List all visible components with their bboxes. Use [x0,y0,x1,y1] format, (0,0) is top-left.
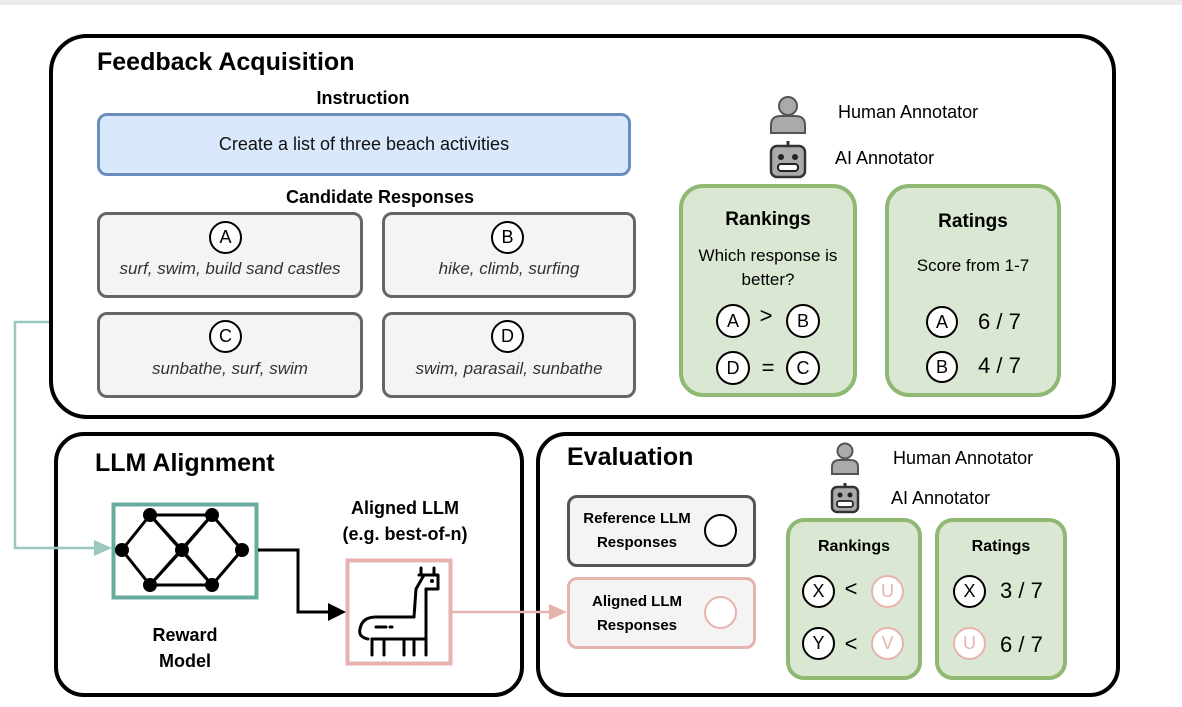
feedback-rankings-box [679,184,857,397]
eval-ai-annotator-icon [830,483,860,514]
eval-rank1-op: < [844,576,858,601]
eval-human-annotator-icon [831,442,859,475]
feedback-acquisition-title: Feedback Acquisition [97,48,355,76]
feedback-rank1-right: B [786,304,820,338]
ai-annotator-icon [769,141,807,179]
reward-model-label: Reward Model [152,625,218,671]
feedback-rank1-op: > [759,303,773,328]
instruction-box: Create a list of three beach activities [97,113,631,176]
eval-rank1-right: U [871,575,904,608]
feedback-rating2-score: 4 / 7 [978,353,1021,378]
eval-rank2-right: V [871,627,904,660]
feedback-rank2-left: D [716,351,750,385]
llama-icon [345,558,453,666]
eval-ratings-title: Ratings [971,538,1031,555]
feedback-ratings-box [885,184,1061,397]
eval-rating2-label: U [953,627,986,660]
feedback-rating1-label: A [926,306,958,338]
human-annotator-icon [770,96,806,134]
feedback-rankings-title: Rankings [725,209,811,230]
top-bar [0,0,1182,5]
ai-annotator-label: AI Annotator [835,148,935,168]
eval-ai-annotator-label: AI Annotator [891,488,991,508]
feedback-ratings-title: Ratings [938,211,1008,232]
eval-rank2-op: < [844,631,858,656]
candidate-b-badge: B [491,221,524,254]
candidate-b-text: hike, climb, surfing [438,259,580,278]
eval-rank2-left: Y [802,627,835,660]
candidate-a-badge: A [209,221,242,254]
eval-rankings-title: Rankings [817,538,890,555]
aligned-llm-responses-label: Aligned LLM Responses [592,593,682,634]
reference-response-circle [704,514,737,547]
feedback-rank2-right: C [786,351,820,385]
feedback-rating2-label: B [926,351,958,383]
eval-rating1-label: X [953,575,986,608]
candidate-c-text: sunbathe, surf, swim [152,359,308,378]
feedback-rankings-question: Which response is better? [698,246,838,289]
reference-llm-responses-label: Reference LLM Responses [583,510,691,551]
candidate-c-badge: C [209,320,242,353]
llm-alignment-title: LLM Alignment [95,449,275,477]
aligned-llm-label-line2: (e.g. best-of-n) [342,524,468,544]
instruction-text: Create a list of three beach activities [218,134,510,154]
eval-rank1-left: X [802,575,835,608]
candidate-d-badge: D [491,320,524,353]
eval-rating1-score: 3 / 7 [1000,578,1043,603]
eval-rating2-score: 6 / 7 [1000,632,1043,657]
feedback-rank1-left: A [716,304,750,338]
candidate-responses-label: Candidate Responses [285,187,475,207]
evaluation-title: Evaluation [567,443,694,471]
candidate-d-text: swim, parasail, sunbathe [415,359,603,378]
feedback-rank2-op: = [761,355,775,380]
instruction-label: Instruction [316,88,410,108]
candidate-a-text: surf, swim, build sand castles [119,259,341,278]
feedback-rating1-score: 6 / 7 [978,309,1021,334]
feedback-ratings-subtitle: Score from 1-7 [916,256,1030,275]
aligned-llm-label: Aligned LLM (e.g. best-of-n) [320,495,490,547]
eval-human-annotator-label: Human Annotator [893,448,1034,468]
aligned-llm-label-line1: Aligned LLM [351,498,459,518]
human-annotator-label: Human Annotator [838,102,979,122]
reward-model-network-icon [111,502,259,600]
aligned-response-circle [704,596,737,629]
